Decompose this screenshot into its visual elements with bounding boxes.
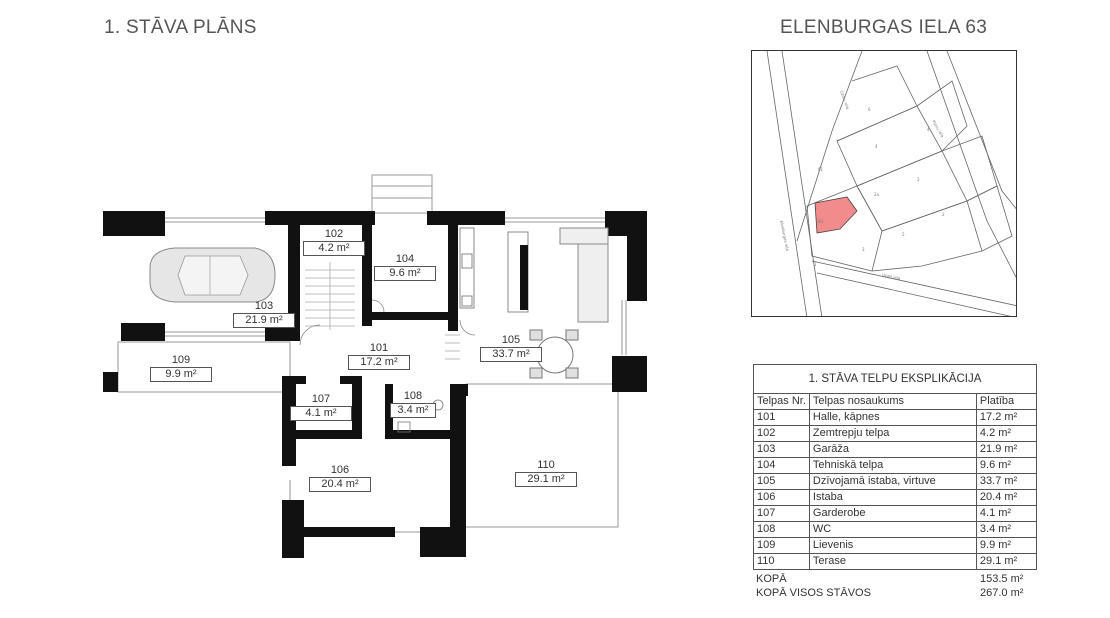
dining-table-icon bbox=[529, 329, 579, 379]
total-label: KOPĀ bbox=[756, 573, 787, 585]
column-header: Telpas Nr. bbox=[753, 393, 810, 410]
doors bbox=[299, 299, 476, 346]
room-schedule-table: 1. STĀVA TELPU EKSPLIKĀCIJA Telpas Nr. T… bbox=[753, 364, 1038, 570]
svg-text:Upes iela: Upes iela bbox=[882, 272, 902, 281]
floor-plan bbox=[103, 174, 647, 558]
svg-text:2: 2 bbox=[917, 177, 920, 182]
car-icon bbox=[149, 247, 276, 303]
total-all-label: KOPĀ VISOS STĀVOS bbox=[756, 587, 871, 599]
svg-text:63: 63 bbox=[818, 219, 824, 224]
total-all-value: 267.0 m² bbox=[980, 587, 1024, 599]
site-plan-map: Elenburgas iela Ozolu iela Pļavu iela Up… bbox=[766, 51, 1016, 316]
schedule-header-row: Telpas Nr. Telpas nosaukums Platība bbox=[753, 393, 1038, 410]
sofa-icon bbox=[559, 227, 609, 323]
total-value: 153.5 m² bbox=[980, 573, 1024, 585]
svg-text:61: 61 bbox=[818, 167, 824, 172]
plan-title: 1. STĀVA PLĀNS bbox=[104, 17, 257, 38]
svg-text:2: 2 bbox=[942, 212, 945, 217]
schedule-caption: 1. STĀVA TELPU EKSPLIKĀCIJA bbox=[753, 364, 1037, 394]
site-plan: Elenburgas iela Ozolu iela Pļavu iela Up… bbox=[751, 50, 1017, 317]
kitchen bbox=[459, 227, 529, 313]
column-header: Platība bbox=[975, 393, 1038, 410]
highlighted-plot bbox=[814, 196, 858, 234]
walls bbox=[103, 211, 647, 558]
address-title: ELENBURGAS IELA 63 bbox=[780, 17, 988, 38]
svg-text:1: 1 bbox=[814, 262, 817, 267]
svg-text:4: 4 bbox=[875, 144, 878, 149]
svg-text:Elenburgas iela: Elenburgas iela bbox=[779, 220, 790, 252]
column-header: Telpas nosaukums bbox=[808, 393, 977, 410]
svg-text:Ozolu iela: Ozolu iela bbox=[839, 90, 851, 111]
thin-lines bbox=[117, 174, 627, 533]
svg-text:2a: 2a bbox=[874, 192, 880, 197]
svg-text:3: 3 bbox=[862, 247, 865, 252]
svg-text:6: 6 bbox=[868, 107, 871, 112]
svg-text:5: 5 bbox=[902, 232, 905, 237]
schedule-totals: KOPĀ 153.5 m² KOPĀ VISOS STĀVOS 267.0 m² bbox=[756, 572, 1034, 600]
svg-text:4: 4 bbox=[927, 127, 930, 132]
